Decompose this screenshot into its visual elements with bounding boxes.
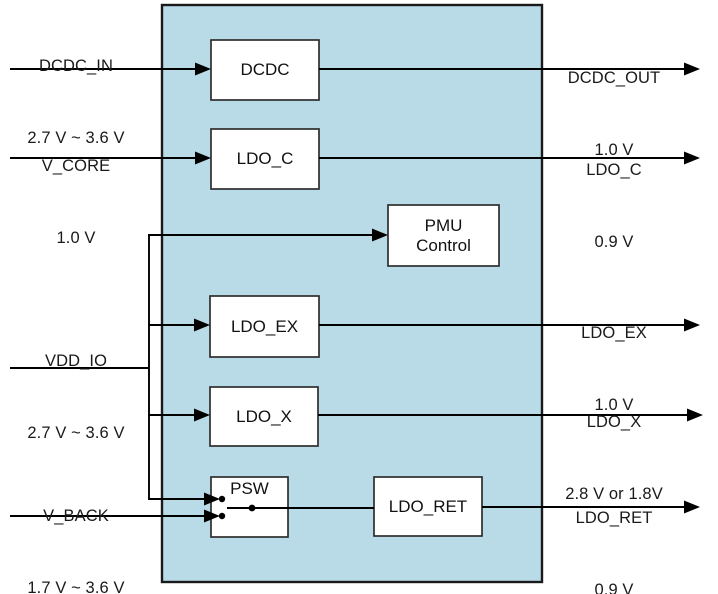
sub-blocks <box>209 39 500 538</box>
psw-block-label: PSW <box>230 479 269 498</box>
ldo-ret-block-rect <box>373 476 483 537</box>
ldo-c-block-label: LDO_C <box>236 149 294 168</box>
signal-voltage: 1.0 V <box>56 229 96 247</box>
arrow-ldo-ret-out-icon <box>684 500 700 514</box>
pmu-control-block-rect <box>387 204 500 267</box>
input-label-dcdc-in: DCDC_IN 2.7 V ~ 3.6 V <box>0 6 152 198</box>
connector-lines <box>10 68 689 517</box>
pmu-control-line2: Control <box>416 235 471 255</box>
ldo-x-block-rect <box>209 386 319 447</box>
ldo-x-block-label: LDO_X <box>236 406 292 426</box>
ldo-ret-block-label: LDO_RET <box>388 496 468 516</box>
output-label-ldo-ret: LDO_RET 0.9 V <box>543 458 685 594</box>
signal-voltage: 0.9 V <box>594 233 634 251</box>
arrow-psw-upper-icon <box>204 492 220 506</box>
arrow-ldo-ex-out-icon <box>684 318 700 332</box>
psw-pole-dot <box>248 504 256 512</box>
signal-voltage: 2.8 V or 1.8V <box>565 485 663 503</box>
input-label-v-back: V_BACK 1.7 V ~ 3.6 V <box>0 456 152 594</box>
signal-voltage: 0.9 V <box>594 581 634 594</box>
arrow-ldo-c-out-icon <box>684 151 700 165</box>
signal-name: V_CORE <box>41 157 111 175</box>
arrow-dcdc-in-icon <box>195 62 211 76</box>
arrowheads <box>194 62 703 523</box>
ldo-c-block-rect <box>210 128 320 190</box>
signal-voltage: 2.7 V ~ 3.6 V <box>27 129 125 147</box>
psw-contact-upper-dot <box>218 495 226 503</box>
pmu-control-line1: PMU <box>424 215 463 235</box>
signal-voltage: 2.7 V ~ 3.6 V <box>27 424 125 442</box>
output-label-dcdc-out: DCDC_OUT 1.0 V <box>543 18 685 210</box>
signal-name: VDD_IO <box>44 352 108 370</box>
signal-name: LDO_RET <box>575 509 653 527</box>
psw-contact-lower-dot <box>218 512 226 520</box>
arrow-pmu-control-icon <box>372 228 388 242</box>
pmu-control-block-label: PMU Control <box>388 205 499 266</box>
signal-name: LDO_C <box>586 161 642 179</box>
output-label-ldo-ex: LDO_EX 1.0 V <box>543 273 685 465</box>
arrow-ldo-x-in-icon <box>194 408 210 422</box>
ldo-ex-block-label: LDO_EX <box>230 316 299 336</box>
psw-switch-contacts <box>218 495 256 520</box>
dcdc-block-label: DCDC <box>240 60 290 79</box>
arrow-ldo-x-out-icon <box>687 408 703 422</box>
input-label-v-core: V_CORE 1.0 V <box>0 106 152 298</box>
arrow-dcdc-out-icon <box>684 62 700 76</box>
signal-name: LDO_X <box>586 413 642 431</box>
signal-voltage: 1.0 V <box>594 141 634 159</box>
input-label-vdd-io: VDD_IO 2.7 V ~ 3.6 V <box>0 301 152 493</box>
signal-voltage: 1.7 V ~ 3.6 V <box>27 579 125 594</box>
arrow-v-core-icon <box>195 151 211 165</box>
arrow-v-back-icon <box>204 509 220 523</box>
signal-name: LDO_EX <box>581 324 647 342</box>
arrow-ldo-ex-in-icon <box>194 318 210 332</box>
signal-voltage: 1.0 V <box>594 396 634 414</box>
signal-name: DCDC_IN <box>38 57 114 75</box>
output-label-ldo-c: LDO_C 0.9 V <box>543 110 685 302</box>
signal-name: V_BACK <box>43 507 109 525</box>
output-label-ldo-x: LDO_X 2.8 V or 1.8V <box>543 362 685 554</box>
signal-name: DCDC_OUT <box>567 69 661 87</box>
dcdc-block-rect <box>210 39 320 101</box>
ldo-ex-block-rect <box>209 295 320 358</box>
